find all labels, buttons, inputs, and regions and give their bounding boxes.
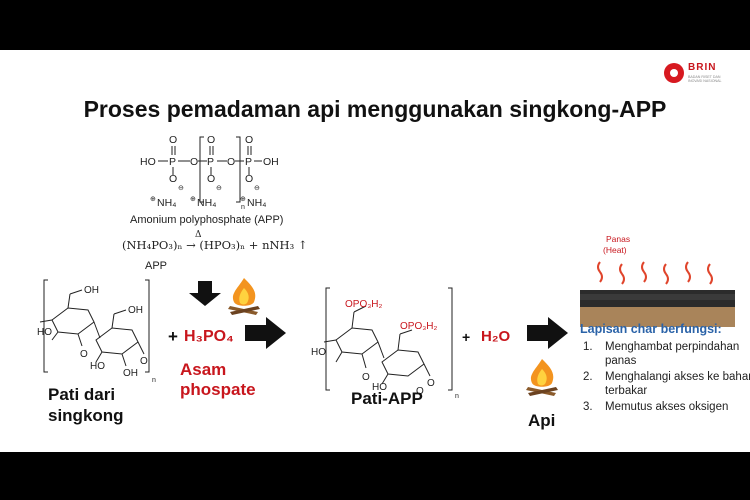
list-text: Menghambat perpindahan panas — [605, 341, 740, 367]
list-number: 2. — [583, 371, 593, 383]
oxygen-atom: O — [169, 134, 177, 146]
list-text: Memutus akses oksigen — [605, 401, 729, 413]
heat-label: Panas — [606, 234, 630, 244]
oh-group: OH — [128, 305, 143, 316]
app-equation: (NH₄PO₃)ₙ → (HPO₃)ₙ + nNH₃ ↑ — [122, 238, 308, 252]
char-layer-title: Lapisan char berfungsi: — [580, 322, 722, 336]
ammonium: NH₄ — [247, 197, 266, 209]
list-item: 2. Menghalangi akses ke bahan terbakar — [583, 370, 750, 398]
list-item: 3. Memutus akses oksigen — [583, 400, 750, 414]
app-structure — [158, 136, 262, 203]
oh-group: OH — [123, 368, 138, 379]
phosphorus-atom: P — [245, 156, 252, 168]
fire-label: Api — [528, 411, 556, 430]
o-group: O — [80, 349, 88, 360]
starch-labels: OH OH HO O HO OH O n — [37, 285, 156, 384]
repeat-subscript: n — [241, 204, 245, 211]
char-layer-functions: 1. Menghambat perpindahan panas 2. Menghal… — [583, 340, 750, 416]
oxygen-atom: O — [227, 156, 235, 168]
app-atom-labels: HO P O O O P O O O P O O OH ⊖ ⊖ ⊖ ⊕ NH₄ … — [140, 134, 279, 211]
acid-label-line1: Asam — [180, 360, 227, 379]
pati-app-structure — [323, 287, 453, 391]
equation-delta: Δ — [195, 230, 202, 240]
right-arrow-icon — [527, 317, 568, 349]
phosphorus-atom: P — [207, 156, 214, 168]
o-group: O — [416, 386, 424, 397]
product-label: Pati-APP — [351, 389, 423, 408]
diagram-graphics: HO P O O O P O O O P O O OH ⊖ ⊖ ⊖ ⊕ NH₄ … — [37, 134, 735, 400]
oxygen-atom: O — [207, 134, 215, 146]
slide-title: Proses pemadaman api menggunakan singkon… — [83, 96, 667, 122]
starch-label-line1: Pati dari — [48, 385, 116, 404]
ammonium: NH₄ — [197, 197, 216, 209]
campfire-icon — [526, 359, 558, 396]
oxygen-atom: O — [169, 173, 177, 185]
minus-charge: ⊖ — [216, 185, 222, 192]
oh-group: OH — [84, 285, 99, 296]
ammonium: NH₄ — [157, 197, 176, 209]
substrate-layer — [580, 307, 735, 327]
brin-logo: BRIN BADAN RISET DAN INOVASI NASIONAL — [664, 62, 744, 88]
repeat-subscript: n — [152, 377, 156, 384]
list-number: 3. — [583, 401, 593, 413]
brin-logo-icon — [664, 63, 684, 83]
right-arrow-icon — [245, 317, 286, 349]
oxygen-atom: O — [207, 173, 215, 185]
o-group: O — [140, 356, 148, 367]
starch-structure — [39, 279, 150, 373]
phosphoric-acid-formula: H₃PO₄ — [184, 328, 234, 345]
equation-label: APP — [145, 260, 168, 272]
minus-charge: ⊖ — [178, 185, 184, 192]
plus-sign: + — [462, 329, 471, 345]
acid-label-line2: phospate — [180, 380, 256, 399]
ho-group: HO — [37, 327, 52, 338]
plus-charge: ⊕ — [240, 196, 246, 203]
app-caption: Amonium polyphosphate (APP) — [130, 214, 284, 226]
o-group: O — [362, 372, 370, 383]
campfire-icon — [228, 278, 260, 315]
heat-label-en: (Heat) — [603, 245, 627, 255]
ho-group: HO — [140, 156, 156, 168]
ho-group: HO — [90, 361, 105, 372]
ho-group: HO — [311, 347, 326, 358]
slide: BRIN BADAN RISET DAN INOVASI NASIONAL Pr… — [0, 50, 750, 452]
water-formula: H₂O — [481, 328, 511, 345]
oh-group: OH — [263, 156, 279, 168]
pati-app-labels: OPO₃H₂ OPO₃H₂ HO O HO O O n — [311, 299, 459, 400]
list-text: Menghalangi akses ke bahan terbakar — [605, 371, 750, 397]
plus-charge: ⊕ — [150, 196, 156, 203]
opo3h2-group: OPO₃H₂ — [400, 321, 438, 332]
heat-waves — [597, 261, 713, 285]
down-arrow-icon — [189, 281, 221, 306]
plus-sign: + — [168, 327, 178, 346]
o-group: O — [427, 378, 435, 389]
logo-subtitle: BADAN RISET DAN INOVASI NASIONAL — [688, 75, 722, 83]
repeat-subscript: n — [455, 393, 459, 400]
list-item: 1. Menghambat perpindahan panas — [583, 340, 750, 368]
starch-label-line2: singkong — [48, 406, 124, 425]
minus-charge: ⊖ — [254, 185, 260, 192]
char-layer-illustration: Panas (Heat) — [580, 234, 735, 327]
phosphorus-atom: P — [169, 156, 176, 168]
char-texture — [580, 294, 735, 300]
oxygen-atom: O — [245, 173, 253, 185]
list-number: 1. — [583, 341, 593, 353]
ho-group: HO — [372, 382, 387, 393]
logo-name: BRIN — [688, 62, 717, 73]
oxygen-atom: O — [190, 156, 198, 168]
plus-charge: ⊕ — [190, 196, 196, 203]
oxygen-atom: O — [245, 134, 253, 146]
opo3h2-group: OPO₃H₂ — [345, 299, 383, 310]
